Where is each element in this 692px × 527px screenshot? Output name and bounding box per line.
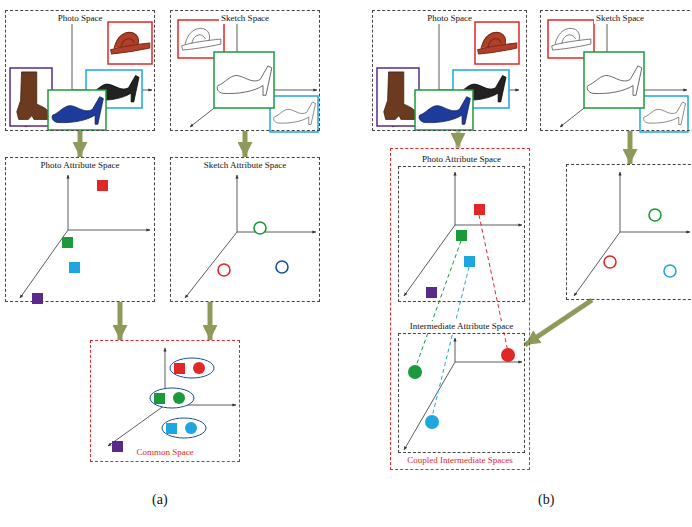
flow-arrow [243,131,248,157]
space-title: Sketch Attribute Space [202,160,288,171]
sketch-space-a [178,18,318,132]
panel-label: (a) [152,492,168,508]
space-box: Photo Space [372,10,527,131]
space-title: Photo Space [56,13,105,24]
space-title: Photo Attribute Space [420,154,503,165]
flow-arrow [118,302,123,340]
space-box: Sketch Space [540,10,692,131]
photo-attribute-b [404,172,522,298]
common-space-plot [108,348,236,452]
space-box: Photo Space [5,10,155,131]
space-title: Common Space [134,447,195,458]
space-box: Sketch Space [170,10,320,131]
space-title: Sketch Space [594,13,646,24]
sketch-attribute-a [185,175,316,298]
photo-attribute-a [20,175,150,304]
space-title: Photo Space [425,13,474,24]
sketch-attribute-b [574,172,690,296]
space-box: Photo Attribute Space [5,157,155,302]
region-box: Common Space [90,340,240,462]
space-box [566,164,692,300]
photo-space-b [377,18,519,130]
space-box: Photo Attribute Space [398,166,525,302]
space-box: Sketch Attribute Space [170,157,320,302]
flow-arrow [525,300,592,345]
flow-arrow [456,131,461,148]
sketch-space-b [548,18,688,132]
space-title: Sketch Space [219,13,271,24]
flow-arrow [208,302,213,340]
space-title: Intermediate Attribute Space [408,321,515,332]
space-title: Photo Attribute Space [39,160,122,171]
region-box: Coupled Intermediate Spaces Photo Attribu… [390,148,530,470]
flow-arrow [78,131,83,157]
flow-arrow [628,131,633,164]
photo-space-a [10,18,152,130]
space-box: Intermediate Attribute Space [398,333,525,453]
space-title: Coupled Intermediate Spaces [405,455,514,466]
panel-label: (b) [538,492,554,508]
